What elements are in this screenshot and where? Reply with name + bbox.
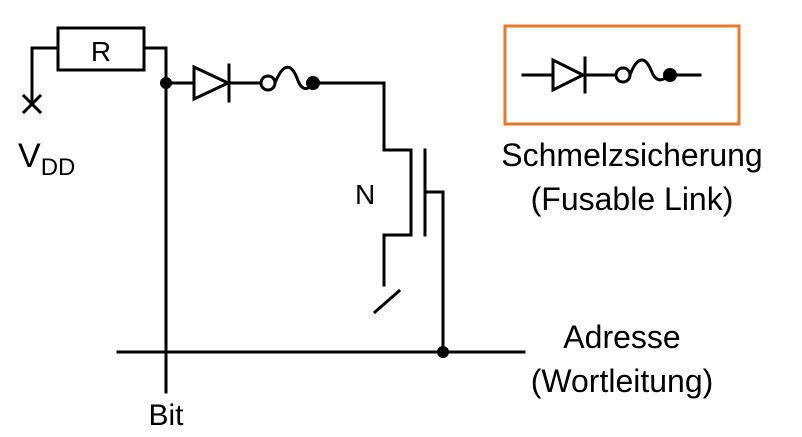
vdd-terminal bbox=[21, 46, 60, 115]
resistor-label: R bbox=[91, 36, 111, 67]
word-line-label: (Wortleitung) bbox=[531, 363, 714, 399]
vdd-label: VDD bbox=[18, 137, 75, 181]
diode-symbol bbox=[192, 63, 232, 103]
transistor-label: N bbox=[355, 179, 375, 210]
legend-subtitle: (Fusable Link) bbox=[531, 181, 734, 217]
fuse-to-drain-wire bbox=[311, 81, 413, 152]
resistor-lead bbox=[142, 46, 168, 85]
bit-line-label: Bit bbox=[148, 399, 184, 432]
word-line-junction-node bbox=[437, 346, 449, 358]
fuse-symbol bbox=[259, 65, 320, 92]
address-label: Adresse bbox=[563, 319, 680, 355]
legend-title: Schmelzsicherung bbox=[501, 137, 762, 173]
legend-box bbox=[503, 24, 741, 126]
legend-fuse-symbol bbox=[521, 56, 702, 94]
n-transistor bbox=[372, 148, 445, 354]
